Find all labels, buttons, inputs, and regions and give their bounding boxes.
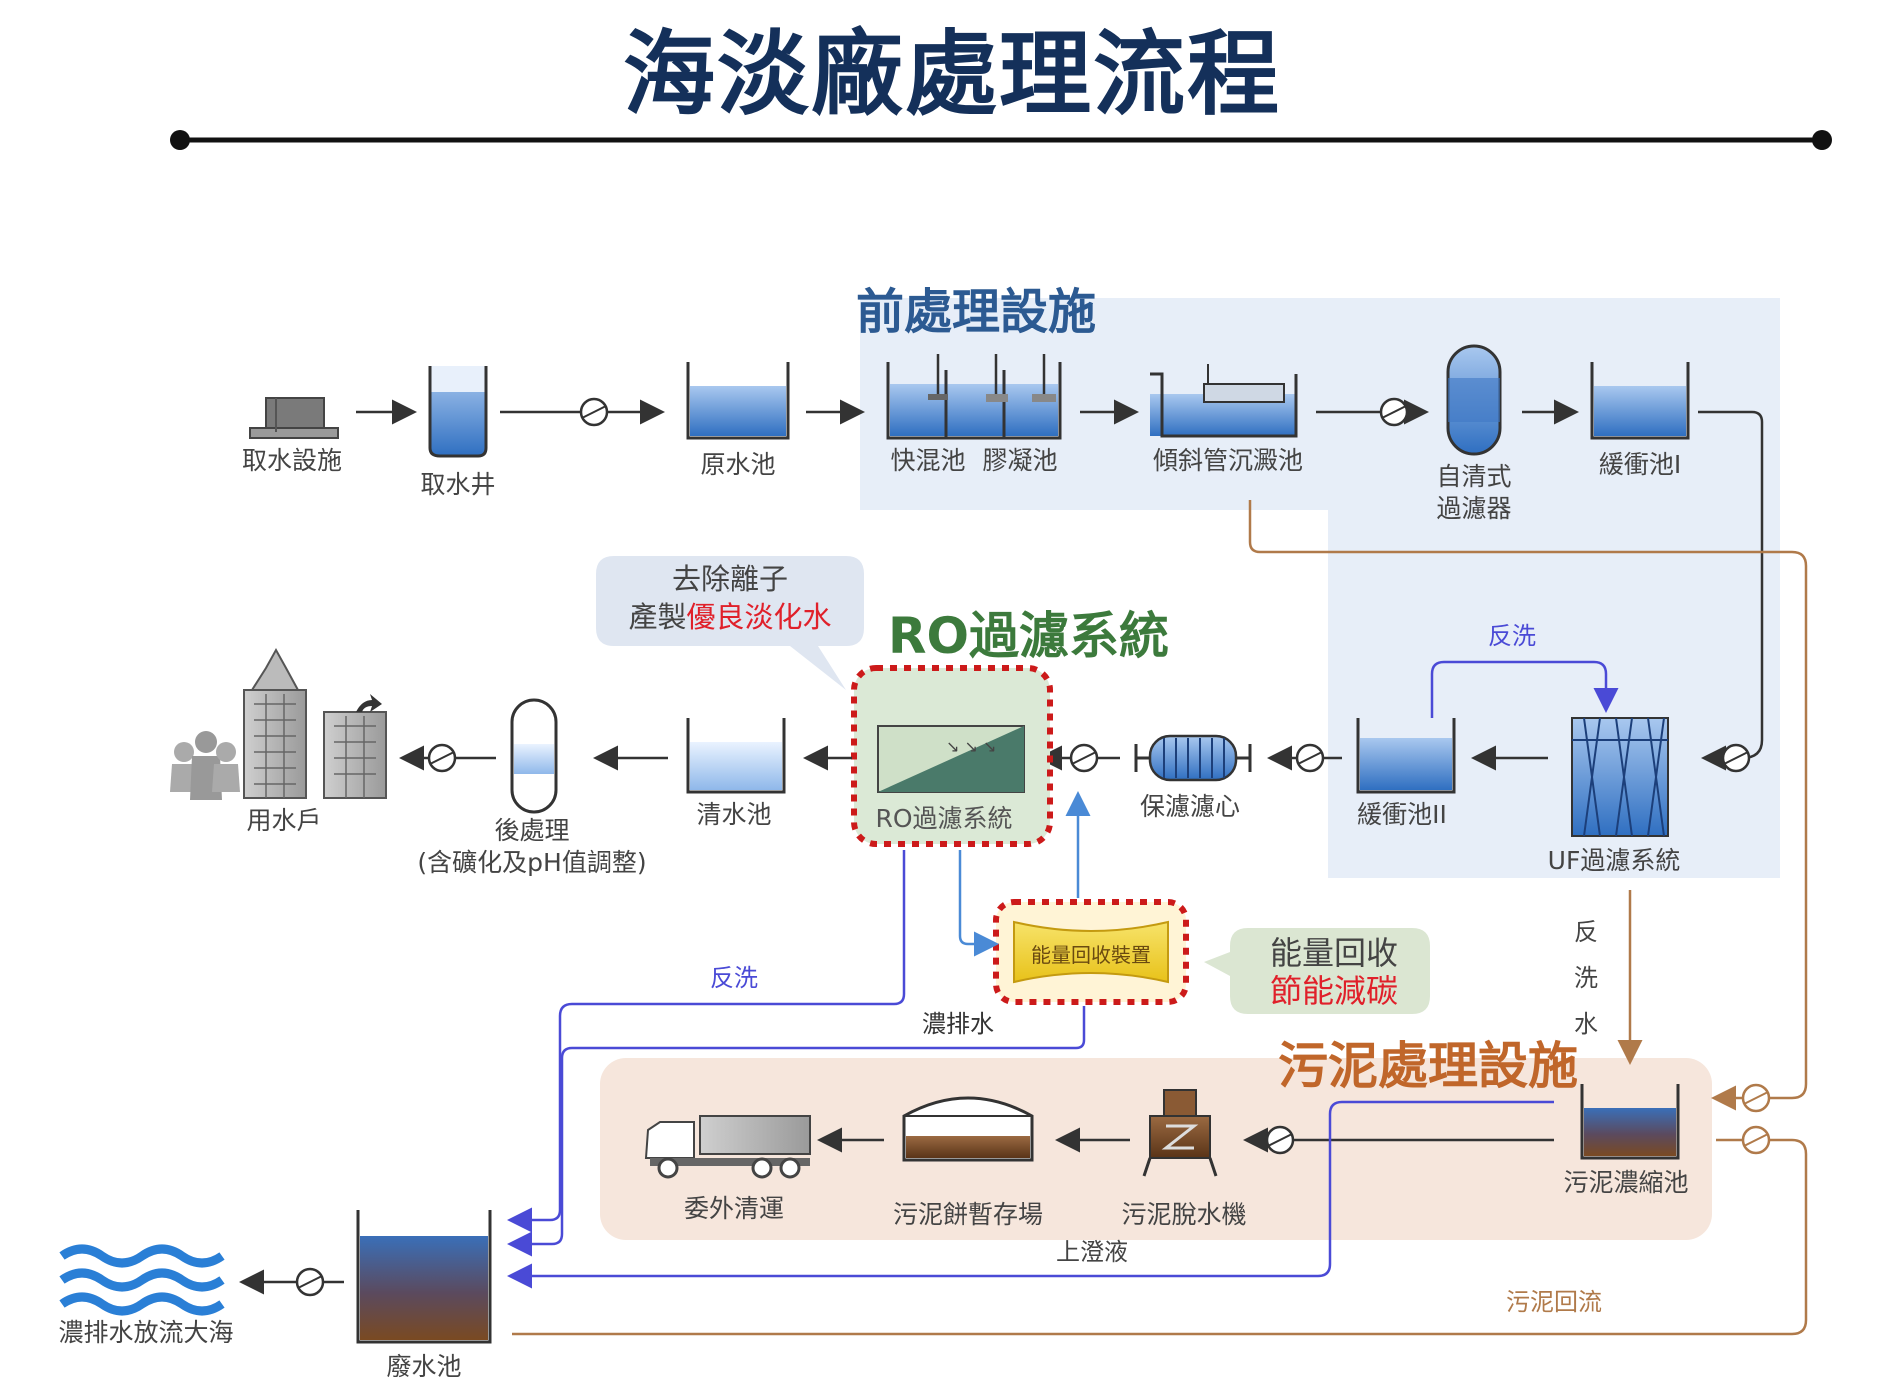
cartridge-filter-icon: [1134, 734, 1252, 782]
cartridge-filter-label: 保濾濾心: [1139, 792, 1241, 821]
wastewater-tank-label: 廢水池: [386, 1352, 462, 1381]
pump-icon: [427, 743, 457, 773]
pump-icon: [1721, 743, 1751, 773]
clear-water-tank-label: 清水池: [696, 800, 772, 829]
intake-well-icon: [428, 366, 488, 458]
uf-backwash-label: 反洗: [1488, 622, 1536, 650]
wastewater-tank-icon: [356, 1210, 492, 1344]
sea-waves-icon: [59, 1244, 225, 1316]
uf-system-icon: [1571, 717, 1669, 837]
backwash-water-label-3: 水: [1574, 1010, 1598, 1038]
dewatering-machine-icon: [1142, 1089, 1218, 1177]
truck-icon: [644, 1115, 811, 1179]
pump-icon: [1069, 743, 1099, 773]
pump-icon: [1265, 1125, 1295, 1155]
buffer-tank-1-label: 緩衝池I: [1598, 450, 1682, 479]
pump-icon: [1741, 1125, 1771, 1155]
pump-icon: [1379, 397, 1409, 427]
ro-section-title: RO過濾系統: [888, 607, 1170, 665]
sludge-thickener-icon: [1580, 1084, 1680, 1160]
buffer-tank-2-icon: [1356, 718, 1456, 794]
intake-facility-icon: [249, 397, 339, 439]
sludge-section-title: 污泥處理設施: [1278, 1037, 1578, 1095]
buffer-tank-2-label: 緩衝池II: [1357, 800, 1447, 829]
dewatering-machine-label: 污泥脫水機: [1121, 1200, 1247, 1229]
self-cleaning-filter-icon: [1446, 344, 1502, 456]
rapid-mix-label: 快混池: [890, 446, 966, 475]
ro-system-label: RO過濾系統: [875, 804, 1013, 833]
ro-system-icon: ↘ ↘ ↘: [851, 665, 1053, 847]
energy-callout-line-1: 能量回收: [1269, 934, 1399, 972]
energy-recovery-icon: [993, 899, 1189, 1005]
energy-callout-line-2: 節能減碳: [1269, 972, 1399, 1010]
backwash-water-label-2: 洗: [1574, 964, 1598, 992]
rapid-mix-flocculation-icon: [886, 354, 1062, 440]
page-title: 海淡廠處理流程: [622, 21, 1282, 128]
buffer-tank-1-icon: [1590, 362, 1690, 440]
pump-icon: [579, 397, 609, 427]
sludge-cake-storage-icon: [902, 1096, 1034, 1162]
svg-text:↘ ↘ ↘: ↘ ↘ ↘: [946, 737, 996, 756]
ro-callout-line-1: 去除離子: [671, 562, 789, 596]
pump-icon: [1741, 1083, 1771, 1113]
intake-well-label: 取水井: [420, 470, 496, 499]
self-clean-filter-label-1: 自清式: [1436, 462, 1512, 491]
supernatant-label: 上澄液: [1056, 1238, 1128, 1266]
discharge-label: 濃排水放流大海: [58, 1318, 234, 1347]
flocculation-label: 膠凝池: [982, 446, 1058, 475]
sludge-return-label: 污泥回流: [1506, 1288, 1602, 1316]
uf-system-label: UF過濾系統: [1547, 846, 1681, 875]
ro-callout-bubble: [596, 556, 864, 690]
ro-callout-line-2: 產製優良淡化水: [628, 598, 831, 636]
ro-backwash-label: 反洗: [710, 964, 758, 992]
settling-tank-icon: [1150, 364, 1298, 438]
energy-recovery-label: 能量回收裝置: [1031, 943, 1151, 967]
post-treatment-icon: [510, 698, 558, 814]
backwash-water-label-1: 反: [1574, 918, 1598, 946]
brine-label: 濃排水: [922, 1010, 994, 1038]
energy-callout-bubble: [1204, 928, 1430, 1014]
ro-callout-prefix: 產製: [628, 600, 687, 634]
intake-facility-label: 取水設施: [241, 446, 343, 475]
pump-icon: [1295, 743, 1325, 773]
pump-icon: [295, 1267, 325, 1297]
settling-tank-label: 傾斜管沉澱池: [1152, 446, 1304, 475]
users-icon: [170, 647, 387, 800]
post-treatment-label: 後處理: [494, 816, 570, 845]
outsource-label: 委外清運: [683, 1194, 785, 1223]
raw-water-tank-label: 原水池: [700, 450, 776, 479]
self-clean-filter-label-2: 過濾器: [1436, 494, 1512, 523]
ro-callout-highlight: 優良淡化水: [686, 600, 832, 634]
uf-background: [1328, 510, 1780, 878]
raw-water-tank-icon: [686, 362, 790, 440]
sludge-thickener-label: 污泥濃縮池: [1563, 1168, 1689, 1197]
clear-water-tank-icon: [686, 718, 786, 794]
post-treatment-note: (含礦化及pH值調整): [417, 848, 647, 877]
sludge-cake-storage-label: 污泥餅暫存場: [892, 1200, 1044, 1229]
pretreatment-section-title: 前處理設施: [856, 284, 1097, 340]
title-divider: [170, 130, 1832, 150]
users-label: 用水戶: [246, 806, 322, 835]
